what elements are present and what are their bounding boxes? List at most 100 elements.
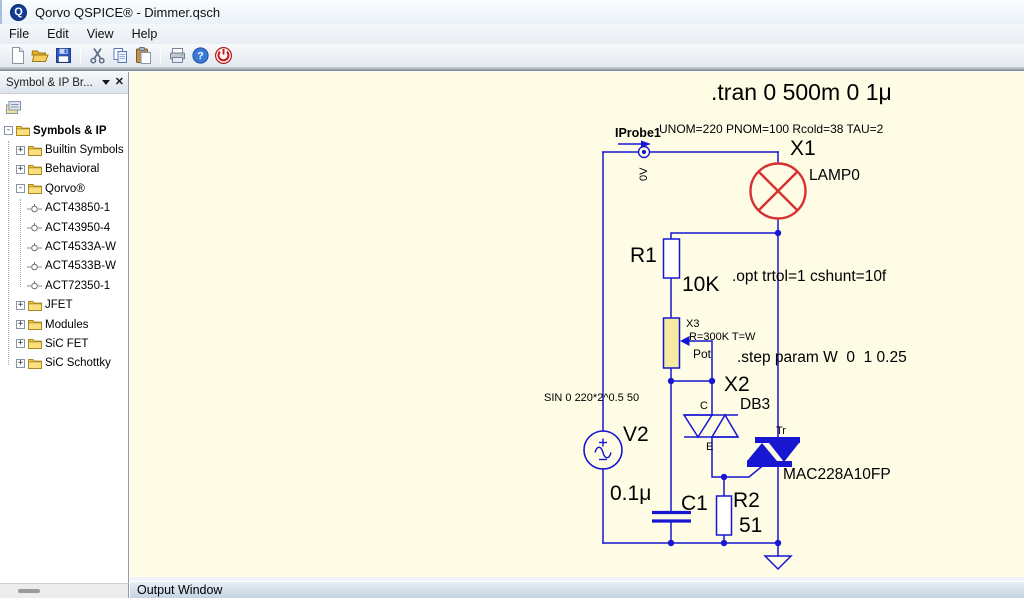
tree-item-act4533b[interactable]: ACT4533B-W [0, 257, 128, 276]
print-button[interactable] [166, 45, 189, 66]
expand-icon[interactable]: + [16, 163, 25, 174]
ground-symbol[interactable] [763, 555, 793, 571]
junction-dots [667, 229, 782, 547]
wires[interactable] [602, 151, 779, 557]
tree-item-sic-schottky[interactable]: + SiC Schottky [0, 354, 128, 373]
tree-item-qorvo[interactable]: - Qorvo® [0, 179, 128, 198]
lamp-params[interactable]: UNOM=220 PNOM=100 Rcold=38 TAU=2 [659, 122, 884, 136]
tree-item-act72350[interactable]: ACT72350-1 [0, 276, 128, 295]
tree-item-act4533a[interactable]: ACT4533A-W [0, 237, 128, 256]
tran-directive[interactable]: .tran 0 500m 0 1μ [711, 79, 892, 105]
lamp-symbol[interactable] [749, 162, 807, 220]
folder-icon [28, 145, 42, 156]
printer-icon [170, 48, 185, 63]
pot-ref[interactable]: X3 [686, 318, 699, 330]
toolbar: ? [0, 44, 1024, 67]
diac-symbol[interactable] [682, 413, 740, 439]
resistor-r2-symbol[interactable] [715, 495, 733, 536]
folder-icon [28, 300, 42, 311]
cut-button[interactable] [86, 45, 109, 66]
iprobe-label[interactable]: IProbe1 [615, 126, 661, 140]
lamp-value[interactable]: LAMP0 [809, 167, 860, 184]
expand-icon[interactable]: + [16, 357, 25, 368]
svg-text:?: ? [197, 50, 203, 62]
menu-help[interactable]: Help [131, 27, 158, 41]
menu-bar: File Edit View Help [0, 24, 1024, 44]
new-symbol-button[interactable] [5, 99, 22, 116]
help-icon: ? [192, 47, 209, 64]
component-icon [27, 203, 42, 214]
tree-connector [8, 141, 9, 365]
new-document-button[interactable] [6, 45, 29, 66]
tree-item-label: SiC FET [45, 337, 89, 350]
resistor-r1-symbol[interactable] [662, 238, 681, 279]
tree-item-act43950[interactable]: ACT43950-4 [0, 218, 128, 237]
panel-dropdown-icon[interactable] [101, 80, 110, 85]
panel-close-icon[interactable]: ✕ [114, 76, 124, 88]
schematic-canvas[interactable]: IProbe1 0V UNOM=220 PNOM=100 Rcold=38 TA… [130, 72, 1024, 577]
menu-view[interactable]: View [86, 27, 114, 41]
probe-arrow-icon [641, 140, 651, 148]
tree-item-modules[interactable]: + Modules [0, 315, 128, 334]
paste-button[interactable] [132, 45, 155, 66]
diac-value[interactable]: DB3 [740, 396, 770, 413]
power-icon [214, 46, 233, 65]
step-directive[interactable]: .step param W 0 1 0.25 [737, 349, 907, 366]
toolbar-divider [0, 67, 1024, 71]
folder-icon [28, 164, 42, 175]
copy-button[interactable] [109, 45, 132, 66]
window-title: Qorvo QSPICE® - Dimmer.qsch [35, 4, 221, 20]
source-ref[interactable]: V2 [623, 423, 649, 446]
expand-icon[interactable]: + [16, 299, 25, 310]
pot-params[interactable]: R=300K T=W [689, 331, 756, 343]
save-button[interactable] [52, 45, 75, 66]
tree-item-label: ACT4533A-W [45, 241, 116, 254]
component-icon [27, 222, 42, 233]
tree-item-jfet[interactable]: + JFET [0, 296, 128, 315]
menu-edit[interactable]: Edit [47, 27, 69, 41]
c1-value[interactable]: 0.1μ [610, 482, 651, 505]
menu-file[interactable]: File [9, 27, 30, 41]
tree-item-label: ACT43850-1 [45, 202, 111, 215]
component-icon [27, 242, 42, 253]
title-bar: Q Qorvo QSPICE® - Dimmer.qsch [0, 0, 1024, 24]
triac-value[interactable]: MAC228A10FP [783, 466, 891, 483]
collapse-icon[interactable]: - [4, 125, 13, 136]
r2-ref[interactable]: R2 [733, 489, 760, 512]
potentiometer-symbol[interactable] [662, 317, 690, 369]
open-button[interactable] [29, 45, 52, 66]
r1-ref[interactable]: R1 [630, 244, 657, 267]
output-window-bar[interactable]: Output Window [130, 581, 1024, 598]
new-document-icon [12, 47, 24, 64]
panel-header[interactable]: Symbol & IP Br... ✕ [0, 72, 128, 94]
r1-value[interactable]: 10K [682, 273, 719, 296]
source-params[interactable]: SIN 0 220*2^0.5 50 [544, 392, 639, 404]
r2-value[interactable]: 51 [739, 514, 762, 537]
voltage-source-symbol[interactable] [583, 430, 623, 470]
expand-icon[interactable]: + [16, 338, 25, 349]
pot-type[interactable]: Pot [693, 347, 712, 361]
c1-ref[interactable]: C1 [681, 492, 708, 515]
toolbar-separator [160, 47, 161, 64]
iprobe-reading: 0V [638, 167, 650, 181]
help-button[interactable]: ? [189, 45, 212, 66]
expand-icon[interactable]: + [16, 144, 25, 155]
collapse-icon[interactable]: - [16, 183, 25, 194]
tree-item-builtin-symbols[interactable]: + Builtin Symbols [0, 140, 128, 159]
lamp-ref[interactable]: X1 [790, 137, 816, 160]
capacitor-symbol[interactable] [652, 510, 691, 523]
splitter-handle[interactable] [18, 589, 40, 593]
tree-item-sic-fet[interactable]: + SiC FET [0, 334, 128, 353]
triac-symbol[interactable] [747, 437, 800, 467]
quit-button[interactable] [212, 45, 235, 66]
diac-ref[interactable]: X2 [724, 373, 750, 396]
tree-item-act43850[interactable]: ACT43850-1 [0, 199, 128, 218]
folder-icon [28, 319, 42, 331]
tree-item-behavioral[interactable]: + Behavioral [0, 160, 128, 179]
current-probe[interactable] [618, 140, 651, 159]
tree-item-symbols-ip[interactable]: - Symbols & IP [0, 121, 128, 140]
opt-directive[interactable]: .opt trtol=1 cshunt=10f [732, 268, 887, 285]
diac-pin-c: C [700, 400, 708, 412]
expand-icon[interactable]: + [16, 319, 25, 330]
